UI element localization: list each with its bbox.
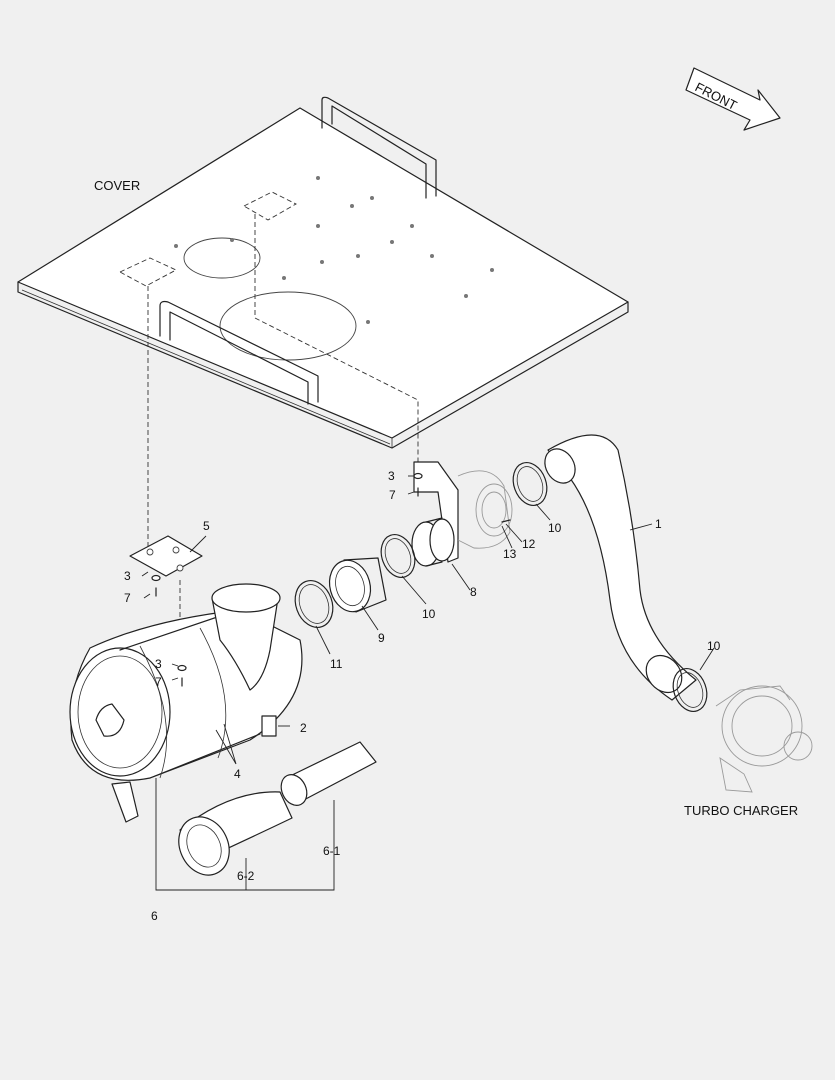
callout-10-mid: 10	[422, 607, 436, 621]
callout-7-mid: 7	[155, 675, 162, 689]
callout-12: 12	[522, 537, 536, 551]
callout-8: 8	[470, 585, 477, 599]
cover-plate	[17, 96, 629, 449]
clamp-10b	[380, 534, 416, 578]
hardware-set	[151, 472, 511, 687]
leader-lines	[141, 475, 715, 891]
callout-7-left: 7	[124, 591, 131, 605]
inner-filter-6-1	[280, 741, 377, 806]
reducer-9	[328, 557, 387, 613]
callout-3-left: 3	[124, 569, 131, 583]
coupler-8	[411, 517, 455, 567]
callout-10-top: 10	[548, 521, 562, 535]
mount-bracket-5	[129, 535, 203, 577]
callout-9: 9	[378, 631, 385, 645]
callout-11: 11	[330, 657, 343, 671]
clamp-11	[294, 580, 334, 628]
clamp-10c	[672, 668, 708, 712]
callout-3-mid: 3	[155, 657, 162, 671]
outer-filter-6-2	[178, 791, 293, 876]
turbo-charger	[715, 685, 813, 793]
callout-1: 1	[655, 517, 662, 531]
callout-13: 13	[503, 547, 517, 561]
callout-7-top: 7	[389, 488, 396, 502]
cover-label: COVER	[94, 178, 140, 193]
callout-3-top: 3	[388, 469, 395, 483]
callout-2: 2	[300, 721, 307, 735]
callout-10-right: 10	[707, 639, 721, 653]
callout-6-2: 6-2	[237, 869, 255, 883]
callout-4: 4	[234, 767, 241, 781]
callout-6: 6	[151, 909, 158, 923]
callout-6-1: 6-1	[323, 844, 341, 858]
air-cleaner	[69, 583, 303, 823]
callout-5: 5	[203, 519, 210, 533]
assembly-line-center	[254, 214, 419, 470]
front-arrow: FRONT	[685, 67, 781, 131]
clamp-10a	[512, 462, 548, 506]
turbo-label: TURBO CHARGER	[684, 803, 798, 818]
intake-hose	[544, 434, 697, 701]
